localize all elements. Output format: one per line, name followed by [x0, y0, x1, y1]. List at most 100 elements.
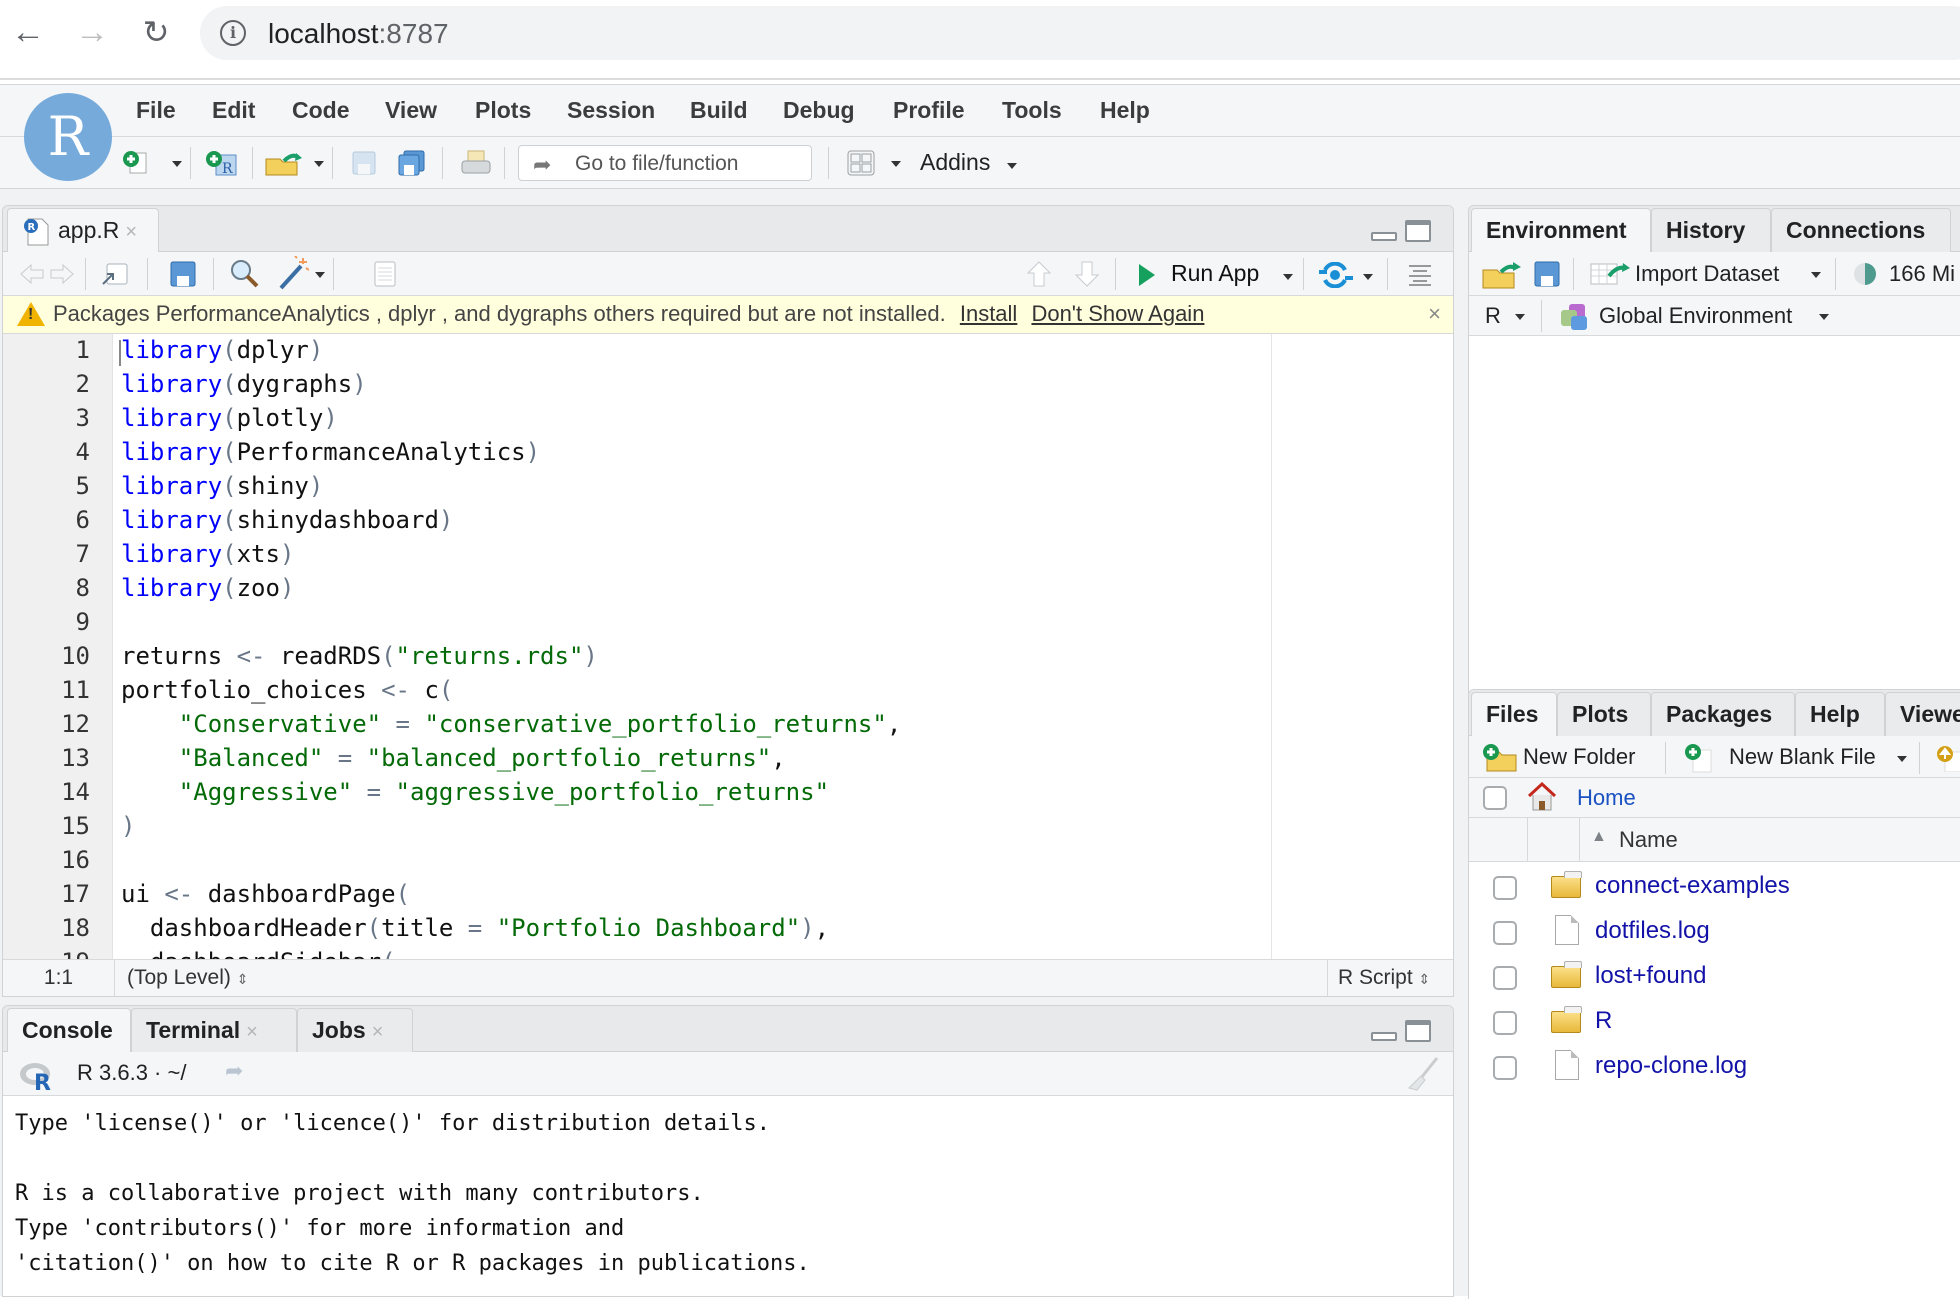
code-tools-dropdown-caret[interactable] — [315, 272, 325, 278]
file-name-link[interactable]: R — [1595, 1007, 1613, 1034]
close-warning-icon[interactable]: × — [1428, 301, 1441, 326]
import-dataset-button[interactable]: Import Dataset — [1635, 261, 1780, 286]
file-type-selector[interactable]: R Script ⇕ — [1327, 960, 1453, 996]
environment-scope-selector[interactable]: Global Environment — [1599, 303, 1793, 328]
go-down-arrow-icon[interactable] — [1073, 260, 1101, 288]
save-icon[interactable] — [350, 149, 378, 177]
show-in-window-icon[interactable] — [99, 260, 129, 288]
console-output[interactable]: Type 'license()' or 'licence()' for dist… — [15, 1106, 810, 1281]
pane-layout-icon[interactable] — [846, 149, 876, 177]
row-checkbox[interactable] — [1493, 921, 1517, 945]
save-all-icon[interactable] — [396, 149, 428, 177]
file-name-link[interactable]: dotfiles.log — [1595, 917, 1710, 944]
column-name-header[interactable]: Name — [1619, 827, 1678, 852]
go-to-file-input[interactable]: ➦ Go to file/function — [518, 145, 812, 181]
close-tab-icon[interactable]: × — [125, 221, 138, 243]
save-file-icon[interactable] — [169, 260, 197, 288]
dont-show-again-link[interactable]: Don't Show Again — [1031, 301, 1205, 326]
upload-icon[interactable] — [1935, 744, 1960, 772]
site-info-icon[interactable]: i — [220, 20, 246, 46]
file-row[interactable]: dotfiles.log — [1469, 911, 1960, 956]
menu-plots[interactable]: Plots — [475, 97, 532, 123]
menu-build[interactable]: Build — [690, 97, 748, 123]
menu-profile[interactable]: Profile — [893, 97, 965, 123]
tab-plots[interactable]: Plots — [1557, 692, 1651, 736]
menu-help[interactable]: Help — [1100, 97, 1150, 123]
tab-jobs[interactable]: Jobs× — [297, 1008, 413, 1052]
print-icon[interactable] — [460, 149, 492, 177]
load-workspace-icon[interactable] — [1481, 258, 1523, 290]
language-selector[interactable]: R — [1485, 303, 1501, 328]
tab-viewer[interactable]: Viewer — [1885, 692, 1960, 736]
menu-code[interactable]: Code — [292, 97, 350, 123]
back-forward-icon[interactable] — [19, 262, 75, 286]
row-checkbox[interactable] — [1493, 876, 1517, 900]
new-file-icon[interactable] — [122, 149, 150, 177]
tab-packages[interactable]: Packages — [1651, 692, 1795, 736]
new-file-dropdown-caret[interactable] — [172, 161, 182, 167]
breadcrumb-home[interactable]: Home — [1577, 785, 1636, 810]
forward-arrow-icon[interactable]: → — [75, 13, 109, 51]
back-arrow-icon[interactable]: ← — [11, 13, 45, 51]
addins-menu[interactable]: Addins — [920, 149, 991, 175]
scope-dropdown-caret[interactable] — [1819, 314, 1829, 320]
row-checkbox[interactable] — [1493, 966, 1517, 990]
minimize-pane-icon[interactable] — [1371, 232, 1397, 241]
tab-environment[interactable]: Environment — [1471, 208, 1651, 253]
tab-terminal[interactable]: Terminal× — [131, 1008, 297, 1052]
publish-dropdown-caret[interactable] — [1363, 274, 1373, 280]
row-checkbox[interactable] — [1493, 1056, 1517, 1080]
go-to-directory-icon[interactable]: ➦ — [225, 1058, 244, 1083]
clear-console-broom-icon[interactable] — [1405, 1056, 1441, 1092]
tab-console[interactable]: Console — [7, 1008, 131, 1053]
menu-tools[interactable]: Tools — [1002, 97, 1062, 123]
run-app-dropdown-caret[interactable] — [1283, 274, 1293, 280]
file-row[interactable]: lost+found — [1469, 956, 1960, 1001]
install-packages-link[interactable]: Install — [959, 301, 1018, 326]
tab-files[interactable]: Files — [1471, 692, 1557, 737]
menu-session[interactable]: Session — [567, 97, 656, 123]
open-file-dropdown-caret[interactable] — [314, 161, 324, 167]
file-row[interactable]: R — [1469, 1001, 1960, 1046]
maximize-pane-icon[interactable] — [1405, 220, 1431, 242]
tab-help[interactable]: Help — [1795, 692, 1885, 736]
menu-view[interactable]: View — [385, 97, 437, 123]
open-file-icon[interactable] — [264, 149, 304, 177]
addins-dropdown-caret[interactable] — [1007, 163, 1017, 169]
reload-icon[interactable]: ↻ — [142, 14, 170, 50]
close-tab-icon[interactable]: × — [371, 1021, 384, 1043]
menu-edit[interactable]: Edit — [212, 97, 256, 123]
file-name-link[interactable]: lost+found — [1595, 962, 1707, 989]
code-tools-wand-icon[interactable] — [279, 256, 309, 290]
row-checkbox[interactable] — [1493, 1011, 1517, 1035]
tab-connections[interactable]: Connections — [1771, 208, 1951, 252]
import-dataset-dropdown-caret[interactable] — [1811, 272, 1821, 278]
new-folder-button[interactable]: New Folder — [1523, 744, 1636, 769]
file-row[interactable]: repo-clone.log — [1469, 1046, 1960, 1091]
scope-selector[interactable]: (Top Level) ⇕ — [127, 960, 248, 996]
tab-app-r[interactable]: R app.R× — [7, 208, 159, 253]
save-workspace-icon[interactable] — [1533, 260, 1561, 288]
tab-history[interactable]: History — [1651, 208, 1771, 252]
code-editor[interactable]: library(dplyr) library(dygraphs) library… — [113, 334, 1453, 959]
memory-usage-pie-icon[interactable] — [1853, 262, 1877, 286]
minimize-pane-icon[interactable] — [1371, 1032, 1397, 1041]
new-blank-file-button[interactable]: New Blank File — [1729, 744, 1876, 769]
publish-icon[interactable] — [1317, 262, 1355, 288]
menu-file[interactable]: File — [136, 97, 176, 123]
language-dropdown-caret[interactable] — [1515, 314, 1525, 320]
new-project-icon[interactable]: R — [204, 149, 240, 177]
pane-layout-dropdown-caret[interactable] — [891, 161, 901, 167]
close-tab-icon[interactable]: × — [246, 1021, 258, 1043]
compile-report-icon[interactable] — [373, 260, 397, 288]
find-replace-icon[interactable] — [229, 258, 261, 290]
file-row[interactable]: connect-examples — [1469, 866, 1960, 911]
go-up-arrow-icon[interactable] — [1025, 260, 1053, 288]
document-outline-icon[interactable] — [1407, 264, 1433, 286]
menu-debug[interactable]: Debug — [783, 97, 855, 123]
file-name-link[interactable]: connect-examples — [1595, 872, 1790, 899]
run-app-button[interactable]: Run App — [1131, 252, 1301, 296]
maximize-pane-icon[interactable] — [1405, 1020, 1431, 1042]
select-all-checkbox[interactable] — [1483, 786, 1507, 810]
new-blank-file-dropdown-caret[interactable] — [1897, 756, 1907, 762]
